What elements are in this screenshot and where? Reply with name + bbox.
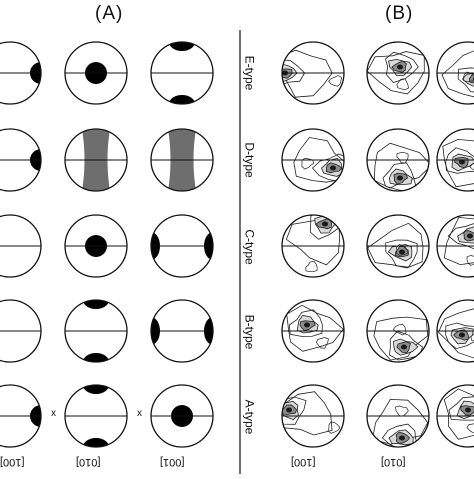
pole-figure-a-13 — [65, 376, 127, 456]
pole-figure-a-8 — [142, 215, 222, 277]
pole-figure-b-5 — [437, 129, 474, 191]
axis-label-001-a: [001] — [160, 456, 184, 468]
density-maximum — [304, 323, 310, 328]
contour-line — [395, 406, 408, 416]
contour-line — [329, 76, 342, 87]
row-label-a-type: A-type — [242, 400, 256, 435]
pole-figure-b-1 — [367, 42, 429, 104]
pole-figure-a-0 — [0, 42, 52, 104]
row-label-d-type: D-type — [243, 142, 257, 177]
axis-label-010-a: [010] — [76, 456, 100, 468]
x-marker-2: x — [137, 408, 142, 419]
pole-figure-a-14 — [151, 385, 213, 447]
density-maximum — [467, 234, 473, 239]
pole-figure-b-14 — [437, 385, 474, 447]
axis-label-100-b: [100] — [291, 456, 315, 468]
pole-figure-a-11 — [142, 300, 222, 362]
density-maximum — [401, 345, 407, 350]
density-maximum — [286, 408, 292, 413]
pole-figure-a-12 — [0, 385, 52, 447]
pole-figure-b-8 — [437, 215, 474, 277]
pole-figure-b-7 — [367, 215, 429, 277]
pole-figure-b-0 — [268, 42, 344, 104]
pole-figure-b-3 — [282, 129, 350, 191]
contour-line — [317, 338, 329, 349]
axis-label-010-b: [010] — [381, 456, 405, 468]
density-maximum — [322, 222, 328, 227]
pole-figure-a-6 — [0, 215, 41, 277]
row-label-c-type: C-type — [243, 229, 257, 264]
contour-line — [328, 422, 340, 434]
pole-figure-a-9 — [0, 300, 41, 362]
density-maximum — [399, 250, 405, 255]
pole-figure-b-13 — [367, 385, 429, 453]
density-maximum — [465, 408, 471, 413]
pole-figure-b-9 — [282, 300, 344, 362]
contour-group — [268, 50, 342, 97]
pole-figure-a-1 — [65, 42, 127, 104]
pole-figure-a-5 — [151, 129, 213, 191]
density-maximum — [397, 176, 403, 181]
contour-group — [443, 139, 474, 186]
pole-figure-b-10 — [367, 300, 429, 362]
contour-line — [397, 153, 408, 164]
contour-group — [287, 305, 344, 351]
row-label-e-type: E-type — [242, 56, 256, 91]
panel-a-label: (A) — [95, 3, 123, 25]
pole-figure-a-2 — [151, 33, 213, 113]
contour-line — [467, 423, 474, 433]
pole-figure-a-4 — [65, 129, 127, 191]
pole-figure-a-7 — [65, 215, 127, 277]
x-marker-1: x — [51, 408, 56, 419]
density-maximum — [397, 65, 403, 70]
pole-figure-b-12 — [272, 385, 344, 447]
contour-group — [444, 389, 474, 439]
density-maximum — [330, 166, 336, 171]
pole-figure-b-6 — [282, 211, 345, 277]
pole-figure-a-10 — [65, 291, 127, 371]
contour-line — [306, 261, 317, 271]
pole-figure-a-3 — [0, 129, 52, 191]
pole-figure-b-2 — [437, 42, 474, 104]
row-label-b-type: B-type — [242, 315, 256, 350]
contour-group — [374, 143, 431, 191]
contour-group — [444, 217, 474, 265]
density-maximum — [459, 333, 465, 338]
axis-label-100-a: [100] — [0, 456, 24, 468]
density-maximum — [399, 436, 405, 441]
pole-figure-b-11 — [437, 300, 474, 362]
pole-figure-b-4 — [367, 129, 432, 191]
contour-group — [373, 399, 428, 453]
panel-b-label: (B) — [385, 3, 413, 25]
